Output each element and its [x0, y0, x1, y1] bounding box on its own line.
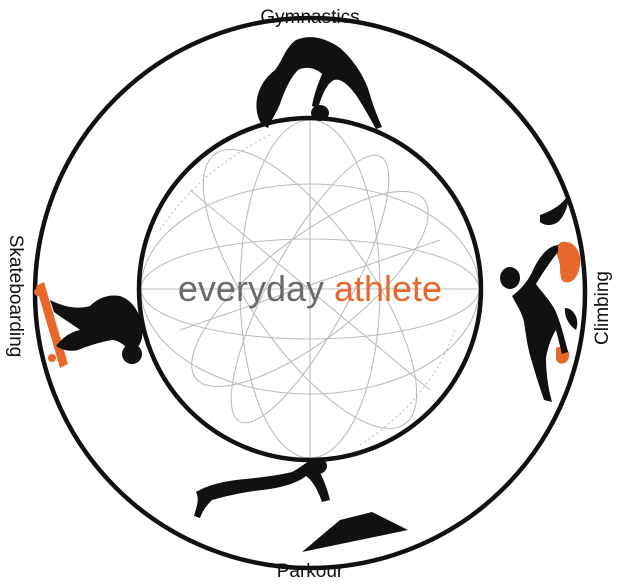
label-gymnastics: Gymnastics — [260, 7, 359, 28]
label-climbing: Climbing — [592, 271, 613, 345]
climber-icon — [500, 192, 581, 402]
logo-word-athlete: athlete — [334, 268, 442, 309]
parkour-runner-icon — [194, 458, 408, 552]
logo-word-everyday: everyday — [178, 268, 324, 309]
globe-outline — [136, 115, 484, 463]
label-skateboarding: Skateboarding — [5, 235, 26, 358]
gymnast-icon — [256, 37, 382, 129]
label-parkour: Parkour — [277, 561, 344, 582]
skateboarder-icon — [34, 282, 143, 368]
